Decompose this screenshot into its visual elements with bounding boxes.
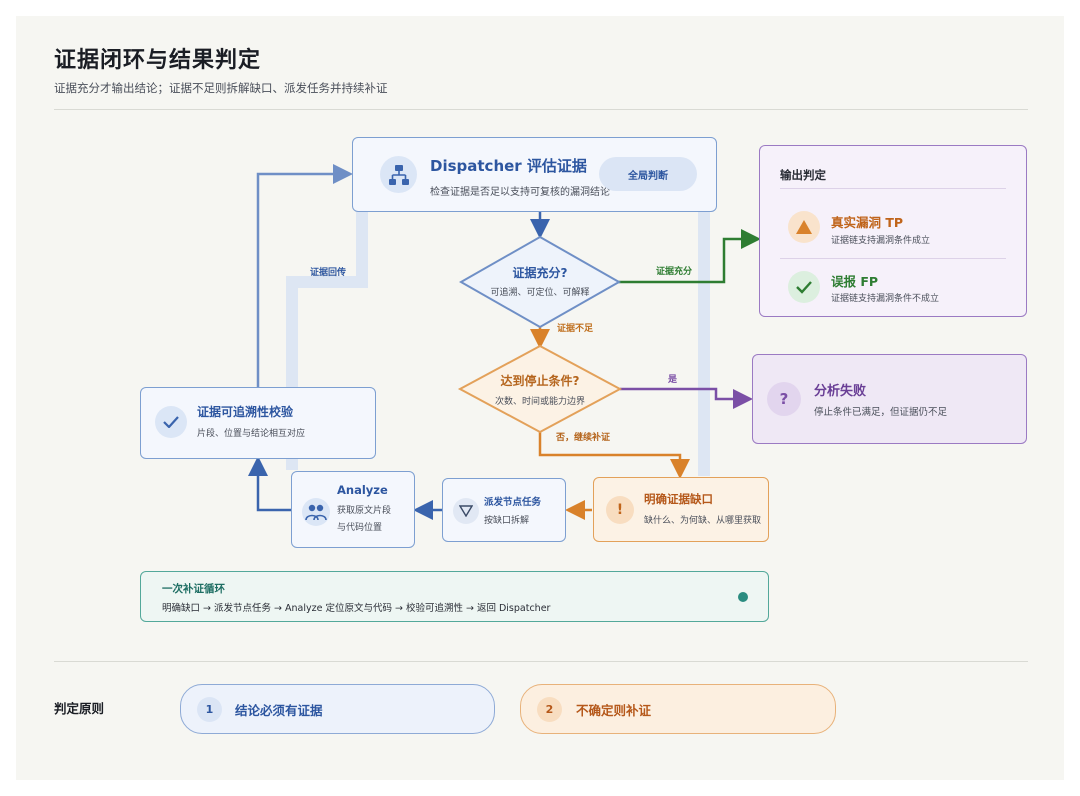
warning-triangle-icon — [788, 211, 820, 243]
dispatcher-title: Dispatcher 评估证据 — [430, 157, 587, 175]
tp-title: 真实漏洞 TP — [831, 215, 904, 230]
page-subtitle: 证据充分才输出结论；证据不足则拆解缺口、派发任务并持续补证 — [54, 81, 388, 95]
gap-title: 明确证据缺口 — [644, 492, 713, 506]
edge-label-yes: 是 — [668, 375, 678, 385]
arrow-sufficient-to-output — [618, 229, 761, 284]
principle-2-pill — [520, 684, 836, 734]
trace-check-desc: 片段、位置与结论相互对应 — [197, 429, 306, 439]
loop-status-dot — [738, 592, 748, 602]
hierarchy-icon — [380, 156, 417, 193]
edge-label-sufficient: 证据充分 — [656, 267, 693, 277]
check-icon — [788, 271, 820, 303]
output-divider-2 — [780, 258, 1006, 259]
funnel-icon — [453, 498, 479, 524]
dispatch-task-desc: 按缺口拆解 — [484, 516, 530, 526]
arrow-analyze-to-check — [248, 456, 291, 512]
dispatcher-desc: 检查证据是否足以支持可复核的漏洞结论 — [430, 187, 610, 198]
loop-desc: 明确缺口 → 派发节点任务 → Analyze 定位原文与代码 → 校验可追溯性… — [162, 603, 551, 614]
failure-title: 分析失败 — [814, 384, 867, 399]
principle-1-pill — [180, 684, 495, 734]
loop-summary-panel — [140, 571, 769, 622]
analyze-desc-line2: 与代码位置 — [337, 523, 383, 533]
exclamation-icon: ! — [606, 496, 634, 524]
arrow-yes-to-failure — [620, 387, 753, 409]
gap-desc: 缺什么、为何缺、从哪里获取 — [644, 516, 762, 526]
output-divider — [780, 188, 1006, 189]
analyze-desc-line1: 获取原文片段 — [337, 506, 392, 516]
arrow-no-to-gap — [538, 430, 690, 479]
decision-sufficient-title: 证据充分? — [512, 266, 568, 280]
edge-label-no-continue: 否，继续补证 — [556, 433, 611, 443]
decision-stop-title: 达到停止条件? — [500, 374, 580, 388]
global-judgment-badge: 全局判断 — [599, 157, 697, 191]
analyze-title: Analyze — [337, 483, 388, 497]
edge-label-callback: 证据回传 — [310, 268, 347, 278]
question-icon: ? — [767, 382, 801, 416]
users-icon — [302, 498, 330, 526]
decision-sufficient-diamond — [458, 235, 622, 329]
fp-desc: 证据链支持漏洞条件不成立 — [831, 294, 940, 304]
checkmark-icon — [155, 406, 187, 438]
tp-desc: 证据链支持漏洞条件成立 — [831, 236, 931, 246]
decision-sufficient-desc: 可追溯、可定位、可解释 — [490, 288, 590, 298]
loop-track — [286, 212, 710, 476]
edge-label-insufficient: 证据不足 — [557, 324, 594, 334]
principles-divider — [54, 661, 1028, 662]
decision-stop-diamond — [457, 344, 623, 434]
principles-label: 判定原则 — [54, 701, 105, 716]
principle-2-text: 不确定则补证 — [576, 703, 652, 718]
arrow-callback-to-dispatcher — [256, 164, 353, 387]
decision-stop-desc: 次数、时间或能力边界 — [494, 397, 585, 407]
output-title: 输出判定 — [780, 168, 826, 182]
header-divider — [54, 109, 1028, 110]
failure-desc: 停止条件已满足，但证据仍不足 — [814, 407, 948, 418]
principle-2-number: 2 — [537, 697, 562, 722]
principle-1-text: 结论必须有证据 — [235, 703, 323, 718]
fp-title: 误报 FP — [831, 274, 879, 289]
trace-check-title: 证据可追溯性校验 — [197, 405, 294, 419]
page-title: 证据闭环与结果判定 — [54, 48, 262, 73]
dispatch-task-title: 派发节点任务 — [484, 497, 542, 508]
principle-1-number: 1 — [197, 697, 222, 722]
loop-title: 一次补证循环 — [162, 583, 225, 595]
